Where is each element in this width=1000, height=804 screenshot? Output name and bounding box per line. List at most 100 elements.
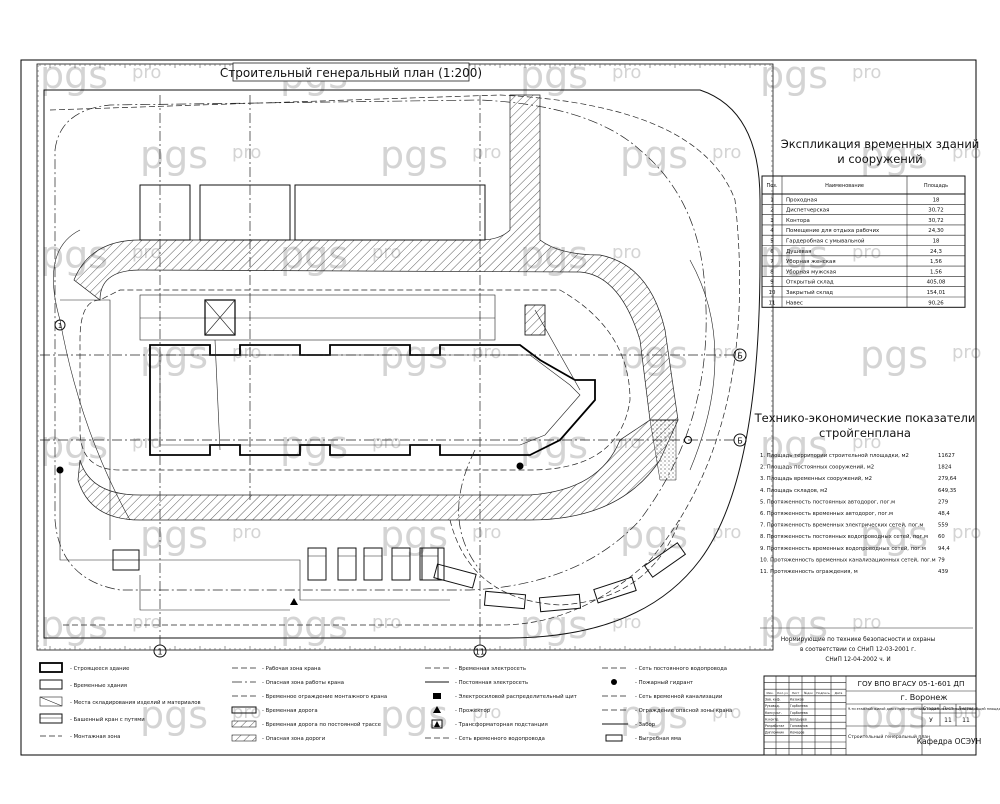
explication-pos: 5: [770, 239, 773, 245]
svg-text:1: 1: [58, 322, 62, 330]
watermark-pgs: pgs: [380, 133, 448, 177]
explication-pos: 11: [769, 300, 776, 306]
existing-building-2: [199, 184, 291, 241]
change-header: Лист: [792, 691, 800, 695]
legend-item: - Сеть постоянного водопровода: [635, 666, 727, 672]
department: Кафедра ОСЭУН: [917, 737, 981, 746]
legend-item: - Временная дорога: [262, 708, 318, 714]
explication-title-2: и сооружений: [837, 152, 923, 166]
tep-item-label: 6. Протяженность временных автодорог, по…: [760, 511, 893, 517]
city: г. Воронеж: [900, 693, 947, 702]
tep-item-label: 5. Протяженность постоянных автодорог, п…: [760, 499, 895, 505]
watermark-pro: pro: [372, 612, 401, 633]
legend-item: - Прожектор: [455, 708, 491, 714]
tep-item-label: 1. Площадь территории строительной площа…: [760, 452, 909, 459]
legend-item: - Пожарный гидрант: [635, 679, 693, 686]
storage-shed: [483, 590, 527, 610]
stage-header: Стадия: [923, 706, 940, 711]
watermark-pgs: pgs: [380, 693, 448, 737]
plan-title: Строительный генеральный план (1:200): [220, 66, 482, 80]
watermark-pgs: pgs: [140, 693, 208, 737]
title-role: Н.контр.: [765, 717, 779, 721]
outer-frame: [20, 59, 977, 756]
crane-track: [139, 294, 496, 341]
explication-area: 24,3: [930, 249, 942, 255]
storage-sheds: [433, 542, 687, 613]
axis-marker-b-top: Б: [733, 348, 747, 362]
tep-item-value: 60: [938, 534, 945, 540]
axis-marker-b-bottom: Б: [733, 433, 747, 447]
svg-text:Б: Б: [737, 352, 743, 361]
explication-header-pos: Поз.: [766, 183, 777, 189]
legend-item: - Ограждение опасной зоны крана: [635, 707, 732, 714]
watermark-pgs: pgs: [520, 603, 588, 647]
stair-crane: [524, 304, 546, 336]
svg-text:1: 1: [157, 648, 162, 657]
svg-text:11: 11: [475, 648, 485, 657]
watermark-pgs: pgs: [860, 513, 928, 557]
watermark-pro: pro: [852, 242, 881, 263]
watermark-pro: pro: [132, 62, 161, 83]
title-role: Дипломник: [765, 731, 784, 735]
title-person: Голованов: [790, 724, 808, 728]
project-name: 9-ти этажный жилой дом с пристроенными н…: [848, 707, 1000, 711]
watermark-pro: pro: [852, 432, 881, 453]
legend-item: - Временные здания: [70, 683, 127, 689]
explication-area: 90,26: [928, 300, 944, 306]
watermark-pro: pro: [472, 342, 501, 363]
explication-area: 30,72: [928, 218, 943, 224]
watermark-pro: pro: [232, 142, 261, 163]
tep-item-label: 7. Протяженность временных электрических…: [760, 522, 923, 529]
storage-shed: [643, 542, 687, 578]
explication-name: Уборная мужская: [786, 269, 836, 275]
watermark-pgs: pgs: [40, 423, 108, 467]
sheets-value: 11: [962, 717, 970, 724]
watermark-pgs: pgs: [860, 333, 928, 377]
tep-item-label: 11. Протяженность ограждения, м: [760, 569, 858, 575]
storage-shed: [433, 563, 477, 589]
explication-header-area: Площадь: [924, 183, 948, 189]
watermark-pro: pro: [712, 702, 741, 723]
tep-title-2: стройгенплана: [819, 426, 911, 440]
watermark-pro: pro: [712, 142, 741, 163]
tep-item-value: 94,4: [938, 546, 950, 552]
title-role: Руковод.: [765, 704, 780, 708]
crane-working-zone: [53, 229, 716, 521]
watermark-pro: pro: [612, 62, 641, 83]
axis-marker-bottom-1: 1: [153, 644, 167, 658]
explication-pos: 7: [770, 259, 773, 265]
explication-name: Помещение для отдыха рабочих: [786, 228, 880, 234]
explication-pos: 2: [770, 208, 773, 214]
explication-area: 18: [933, 197, 940, 203]
legend-item: - Забор: [635, 722, 656, 728]
sheet-name: Строительный генеральный план: [848, 733, 930, 740]
change-header: №док: [804, 691, 813, 695]
title-person: Горбанева: [790, 704, 808, 708]
watermark-pro: pro: [952, 342, 981, 363]
change-header: Дата: [835, 691, 843, 695]
tep-item-value: 79: [938, 557, 945, 563]
hydrant-icon: [516, 462, 524, 470]
title-person: Горбанева: [790, 711, 808, 715]
tep-footnote-3: СНиП 12-04-2002 ч. И: [825, 657, 890, 663]
watermark-pgs: pgs: [520, 423, 588, 467]
legend-item: - Рабочая зона крана: [262, 666, 321, 672]
tep-item-label: 4. Площадь складов, м2: [760, 488, 828, 494]
explication-pos: 9: [770, 280, 774, 286]
watermark-pro: pro: [132, 612, 161, 633]
explication-name: Душевая: [786, 249, 811, 255]
sheet-header: Лист: [943, 706, 954, 711]
explication-name: Навес: [786, 300, 803, 306]
legend-item: - Сеть временной канализации: [635, 693, 722, 700]
explication-area: 154,01: [927, 290, 946, 296]
tep-item-value: 1824: [938, 465, 952, 471]
title-person: Комаров: [790, 731, 805, 735]
explication-pos: 1: [770, 197, 773, 203]
explication-pos: 6: [770, 249, 774, 255]
hydrant-icon: [56, 466, 64, 474]
explication-name: Уборная женская: [786, 259, 836, 265]
tep-item-label: 10. Протяженность временных канализацион…: [760, 556, 936, 563]
temporary-building: [307, 547, 327, 581]
